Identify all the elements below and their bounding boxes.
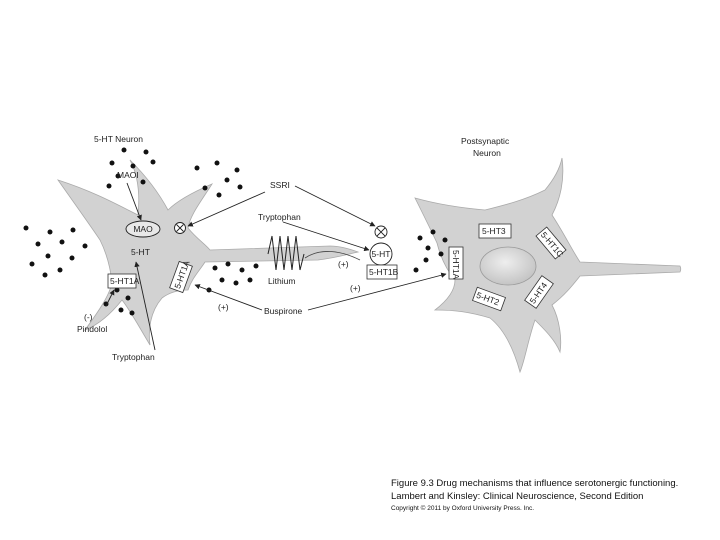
receptor-5ht1a-postsynaptic: 5-HT1A bbox=[448, 246, 464, 280]
receptor-5ht2: 5-HT2 bbox=[471, 286, 507, 312]
presynaptic-neuron-body bbox=[56, 159, 360, 346]
postsynaptic-neuron-body bbox=[414, 157, 682, 374]
ssri-arrow-to-reuptake-x bbox=[294, 185, 376, 227]
lithium-label: Lithium bbox=[268, 276, 295, 286]
neuron-title-label: 5-HT Neuron bbox=[94, 134, 143, 144]
lithium-coil bbox=[267, 235, 305, 271]
postsynaptic-label-line1: Postsynaptic bbox=[461, 136, 510, 146]
buspirone-label: Buspirone bbox=[264, 306, 303, 316]
tryptophan-label-bottom: Tryptophan bbox=[112, 352, 155, 362]
caption-line2: Lambert and Kinsley: Clinical Neuroscien… bbox=[391, 491, 644, 502]
receptor-5ht1b: 5-HT1B bbox=[366, 264, 399, 280]
pindolol-arrow bbox=[105, 289, 115, 307]
mao-label: MAO bbox=[133, 224, 153, 234]
receptor-5ht1a-presynaptic: 5-HT1A bbox=[107, 273, 140, 289]
postsynaptic-label-line2: Neuron bbox=[473, 148, 501, 158]
mao-block-x-icon bbox=[174, 222, 186, 234]
maoi-label: MAOI bbox=[117, 170, 139, 180]
maoi-arrow bbox=[126, 182, 142, 221]
buspirone-arrow-to-postsynaptic bbox=[307, 272, 447, 311]
serotonin-molecules bbox=[23, 147, 448, 316]
svg-text:5-HT3: 5-HT3 bbox=[482, 226, 506, 236]
soma-5ht-label: 5-HT bbox=[131, 247, 150, 257]
postsynaptic-nucleus bbox=[479, 246, 537, 286]
svg-text:5-HT1A: 5-HT1A bbox=[110, 276, 140, 286]
tryptophan-label-top: Tryptophan bbox=[258, 212, 301, 222]
mao-enzyme bbox=[125, 220, 161, 238]
caption-copyright: Copyright © 2011 by Oxford University Pr… bbox=[391, 505, 535, 512]
ssri-arrow-to-mao-x bbox=[187, 191, 266, 227]
minus-label: (-) bbox=[84, 312, 93, 322]
reuptake-block-x-icon bbox=[374, 225, 388, 239]
svg-text:5-HT1A: 5-HT1A bbox=[451, 250, 461, 280]
buspirone-arrow-to-autoreceptor bbox=[194, 284, 263, 311]
plus-label-lower: (+) bbox=[350, 283, 361, 293]
ssri-label: SSRI bbox=[270, 180, 290, 190]
caption-line1: Figure 9.3 Drug mechanisms that influenc… bbox=[391, 478, 679, 489]
svg-text:5-HT1B: 5-HT1B bbox=[369, 267, 399, 277]
lithium-signal-line bbox=[304, 251, 361, 261]
plus-label-upper: (+) bbox=[338, 259, 349, 269]
receptor-5ht3: 5-HT3 bbox=[478, 223, 512, 239]
tryptophan-arrow-to-terminal bbox=[282, 221, 370, 252]
tryptophan-arrow-to-soma bbox=[134, 261, 156, 351]
pindolol-label: Pindolol bbox=[77, 324, 107, 334]
receptor-5ht1a-autoreceptor: 5-HT1A bbox=[169, 259, 193, 294]
terminal-5ht-label: 5-HT bbox=[372, 249, 391, 259]
plus-label-left: (+) bbox=[218, 302, 229, 312]
